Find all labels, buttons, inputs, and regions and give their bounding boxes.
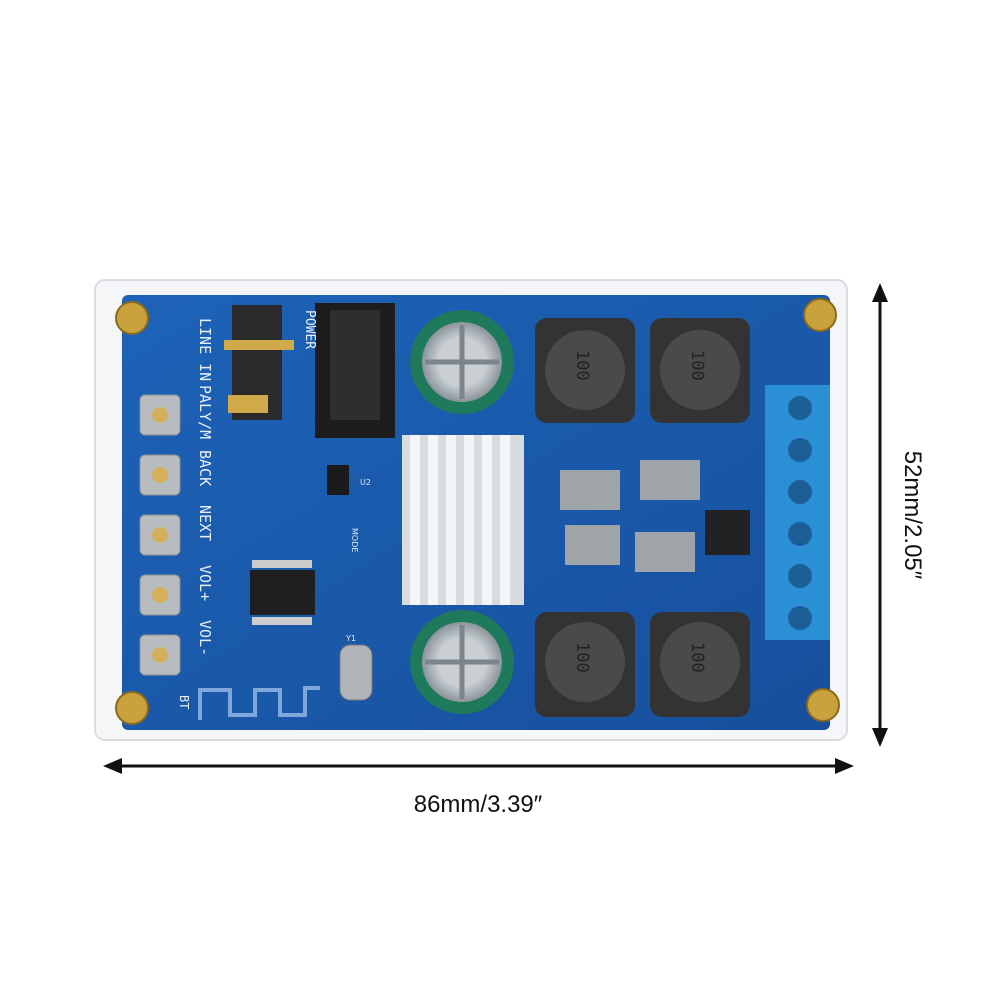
inductor-marking: 100 — [572, 350, 592, 381]
label-vol-up: VOL+ — [196, 565, 214, 601]
height-dimension-arrow — [872, 283, 888, 747]
bt-antenna — [198, 686, 320, 720]
label-back: BACK — [196, 450, 214, 486]
capacitor-top — [410, 310, 514, 414]
width-label: 86mm/3.39″ — [414, 791, 543, 818]
silkscreen-labels: LINE IN PALY/M BACK NEXT VOL+ VOL- POWER… — [177, 310, 371, 709]
label-line-in: LINE IN — [196, 318, 214, 381]
label-next: NEXT — [196, 505, 214, 541]
crystal — [339, 644, 373, 701]
label-power: POWER — [302, 310, 317, 349]
heatsink — [402, 435, 524, 605]
regulator-chip — [327, 465, 349, 495]
amplifier-chip — [250, 570, 315, 615]
inductor-marking: 100 — [687, 642, 707, 673]
height-label: 52mm/2.05″ — [899, 451, 926, 580]
filter-inductors — [560, 460, 700, 572]
speaker-terminal-block — [765, 385, 830, 640]
label-u2: U2 — [360, 478, 371, 487]
width-dimension-arrow — [103, 758, 854, 774]
inductor-marking: 100 — [687, 350, 707, 381]
label-y1: Y1 — [345, 634, 356, 643]
mounting-screws — [115, 298, 840, 725]
label-mode: MODE — [350, 528, 359, 552]
label-vol-down: VOL- — [196, 620, 214, 656]
capacitor-bottom — [410, 610, 514, 714]
inductor-marking: 100 — [572, 642, 592, 673]
label-bt: BT — [177, 695, 191, 709]
label-play: PALY/M — [196, 385, 214, 439]
inductors: 100 100 100 100 — [535, 318, 750, 717]
tactile-buttons — [139, 394, 181, 676]
